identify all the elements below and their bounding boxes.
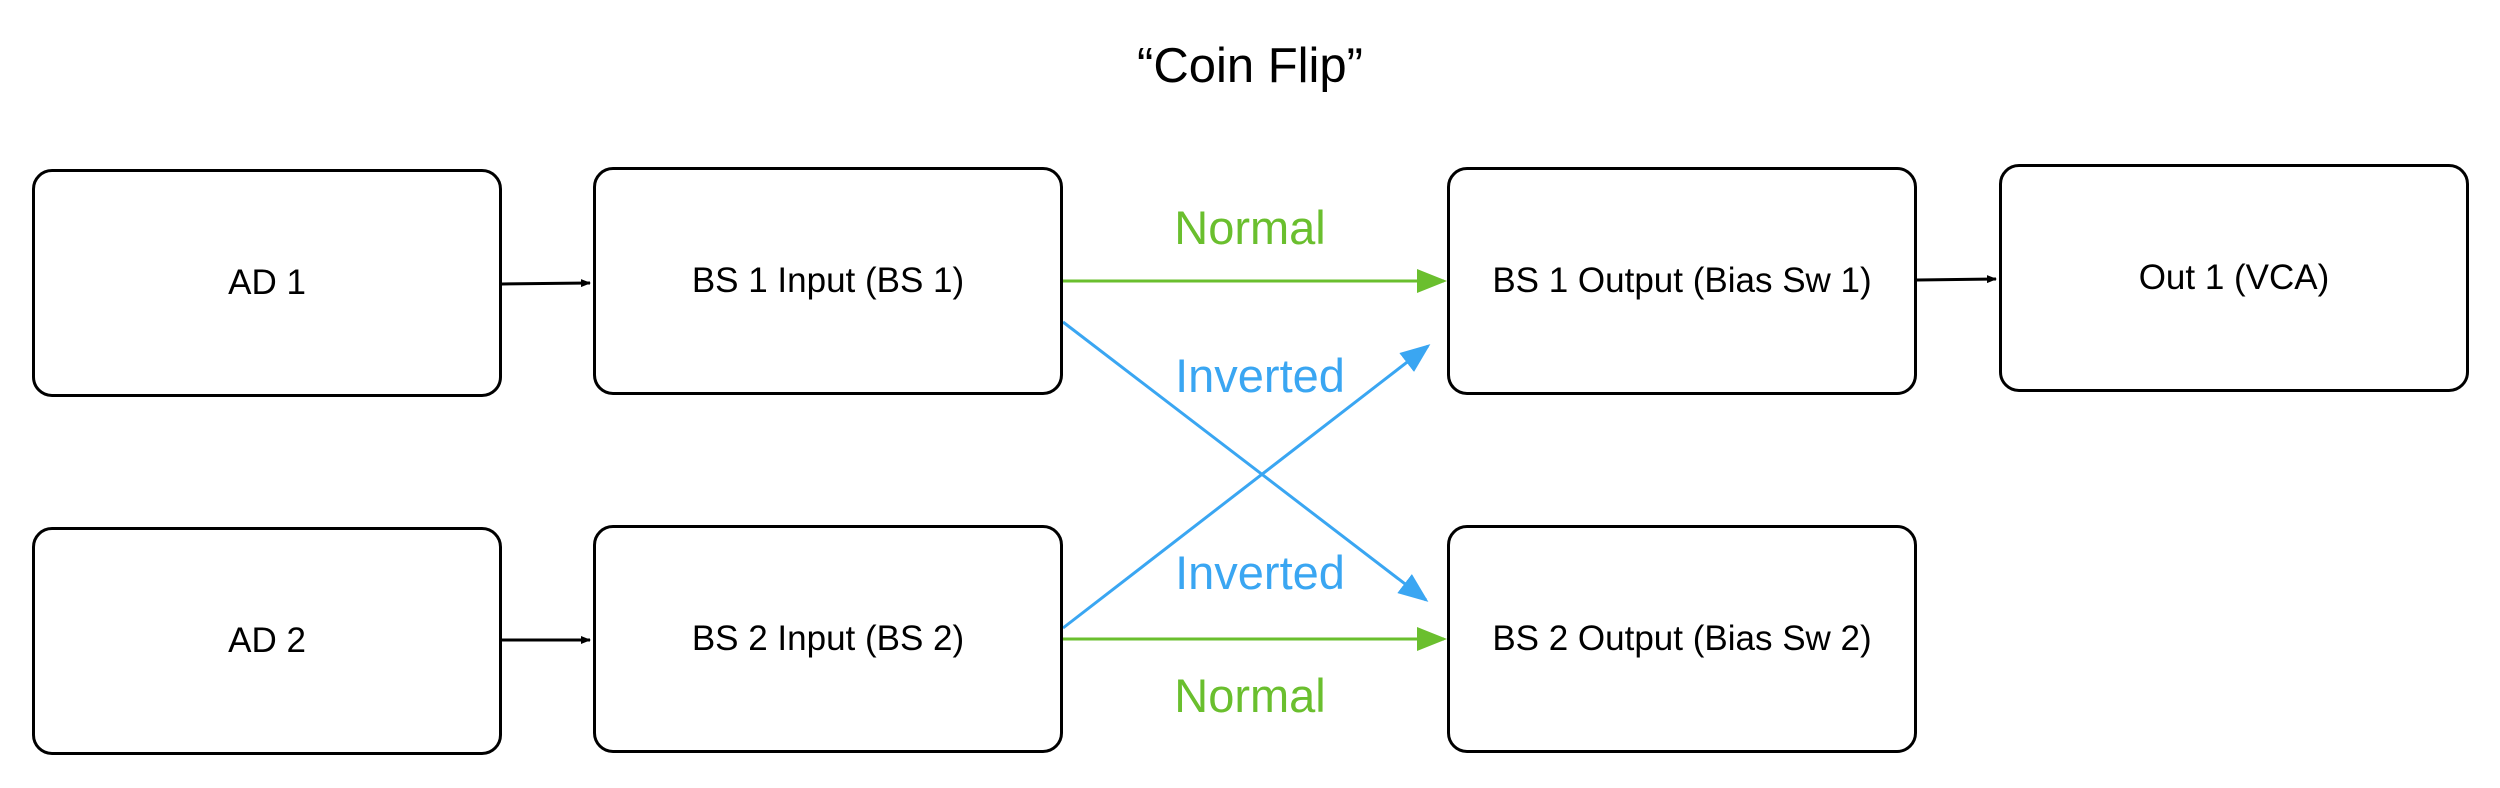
- node-bs1-input-label: BS 1 Input (BS 1): [691, 261, 965, 300]
- edge-bs2-input-to-bs1-output-inverted: [1062, 344, 1431, 630]
- edge-ad1-to-bs1-input: [501, 279, 591, 288]
- edge-label-normal-top: Normal: [1174, 201, 1326, 254]
- node-ad2[interactable]: AD 2: [32, 527, 502, 755]
- node-out1-label: Out 1 (VCA): [2138, 258, 2330, 297]
- node-bs2-output[interactable]: BS 2 Output (Bias Sw 2): [1447, 525, 1917, 753]
- diagram-title: “Coin Flip”: [1137, 39, 1363, 93]
- node-bs1-output-label: BS 1 Output (Bias Sw 1): [1492, 261, 1872, 300]
- node-ad1-label: AD 1: [228, 263, 306, 302]
- edge-bs1-input-to-bs2-output-inverted: [1062, 320, 1429, 602]
- edge-label-inverted-top: Inverted: [1175, 349, 1345, 402]
- node-ad2-label: AD 2: [228, 621, 306, 660]
- node-bs2-input[interactable]: BS 2 Input (BS 2): [593, 525, 1063, 753]
- edge-bs1-output-to-out1: [1916, 275, 1997, 284]
- node-ad1[interactable]: AD 1: [32, 169, 502, 397]
- node-bs2-output-label: BS 2 Output (Bias Sw 2): [1492, 619, 1872, 658]
- node-bs1-output[interactable]: BS 1 Output (Bias Sw 1): [1447, 167, 1917, 395]
- node-out1[interactable]: Out 1 (VCA): [1999, 164, 2469, 392]
- node-bs1-input[interactable]: BS 1 Input (BS 1): [593, 167, 1063, 395]
- edge-label-inverted-bottom: Inverted: [1175, 546, 1345, 599]
- node-bs2-input-label: BS 2 Input (BS 2): [691, 619, 965, 658]
- edge-label-normal-bottom: Normal: [1174, 669, 1326, 722]
